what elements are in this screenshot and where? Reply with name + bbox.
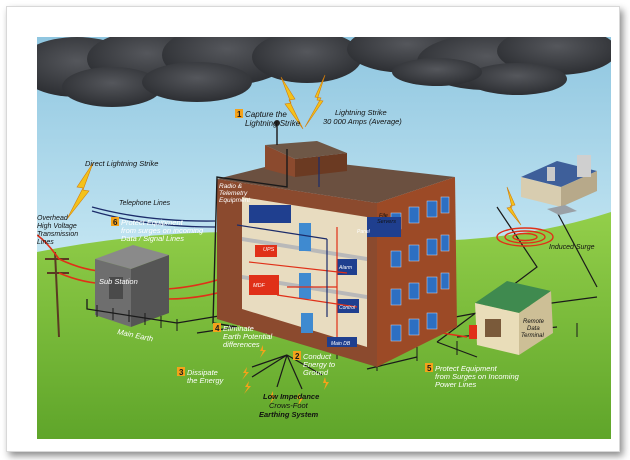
tag-mdf: MDF — [253, 283, 266, 289]
label-protect-power-2: from Surges on Incoming — [435, 372, 520, 381]
label-radio-3: Equipment — [219, 197, 251, 204]
factory — [521, 155, 597, 215]
dissipation-bolts — [242, 345, 329, 406]
badge-5: 5 — [427, 364, 432, 373]
main-building — [217, 120, 457, 367]
storm-clouds — [37, 37, 611, 107]
induced-surge-coil — [496, 227, 554, 247]
badge-6: 6 — [113, 218, 118, 227]
lightning-protection-diagram: 1 Capture the Lightning Strike Lightning… — [37, 37, 611, 439]
label-remote-3: Terminal — [521, 333, 544, 339]
label-radio-1: Radio & — [219, 183, 242, 190]
label-dissipate-1: Dissipate — [187, 368, 218, 377]
label-eliminate-1: Eliminate — [223, 324, 254, 333]
label-protect-power-3: Power Lines — [435, 380, 477, 389]
label-overhead-1: Overhead — [37, 215, 69, 222]
label-radio-2: Telemetry — [219, 190, 248, 197]
image-frame: 1 Capture the Lightning Strike Lightning… — [6, 6, 620, 452]
label-overhead-2: High Voltage — [37, 223, 77, 230]
label-overhead-4: Lines — [37, 239, 54, 246]
tag-control: Control — [339, 305, 356, 311]
label-overhead-3: Transmission — [37, 231, 78, 238]
label-substation: Sub Station — [99, 277, 138, 286]
label-eliminate-3: differences — [223, 340, 260, 349]
label-eliminate-2: Earth Potential — [223, 332, 273, 341]
label-remote-1: Remote — [523, 319, 545, 325]
label-telephone: Telephone Lines — [119, 200, 171, 207]
tag-panel: Panel — [357, 229, 371, 235]
tag-alarm: Alarm — [338, 265, 352, 271]
badge-3: 3 — [179, 368, 184, 377]
label-dissipate-2: the Energy — [187, 376, 225, 385]
tag-ups: UPS — [263, 247, 275, 253]
label-capture-2: Lightning Strike — [245, 119, 301, 128]
badge-2: 2 — [295, 352, 300, 361]
tag-file: File — [379, 213, 388, 219]
crows-foot-earthing — [251, 354, 323, 390]
label-earthing-2: Crows-Foot — [269, 401, 309, 410]
label-protect-data-1: Protect Equipment — [121, 218, 184, 227]
label-induced-surge: Induced Surge — [549, 244, 595, 251]
lightning-bolt-icon — [66, 74, 522, 226]
remote-terminal-building — [469, 281, 553, 355]
substation-building — [95, 245, 169, 327]
label-earthing-3: Earthing System — [259, 410, 319, 419]
label-protect-data-2: from surges on incoming — [121, 226, 204, 235]
tag-main-db: Main DB — [331, 341, 351, 347]
badge-4: 4 — [215, 324, 220, 333]
transmission-pylon — [45, 251, 69, 338]
label-conduct-2: Energy to — [303, 360, 335, 369]
telephone-lines — [91, 206, 216, 228]
label-conduct-3: Ground — [303, 368, 329, 377]
label-direct-strike: Direct Lightning Strike — [85, 159, 158, 168]
incoming-power-lines — [436, 206, 598, 358]
badge-1: 1 — [237, 110, 242, 119]
label-remote-2: Data — [527, 326, 540, 332]
label-conduct-1: Conduct — [303, 352, 332, 361]
label-strike: Lightning Strike — [335, 108, 387, 117]
tag-servers: Servers — [377, 219, 396, 225]
label-earthing-1: Low Impedance — [263, 392, 319, 401]
label-protect-power-1: Protect Equipment — [435, 364, 498, 373]
label-capture: Capture the — [245, 110, 287, 119]
label-strike-amps: 30 000 Amps (Average) — [323, 117, 402, 126]
label-protect-data-3: Data / Signal Lines — [121, 234, 184, 243]
